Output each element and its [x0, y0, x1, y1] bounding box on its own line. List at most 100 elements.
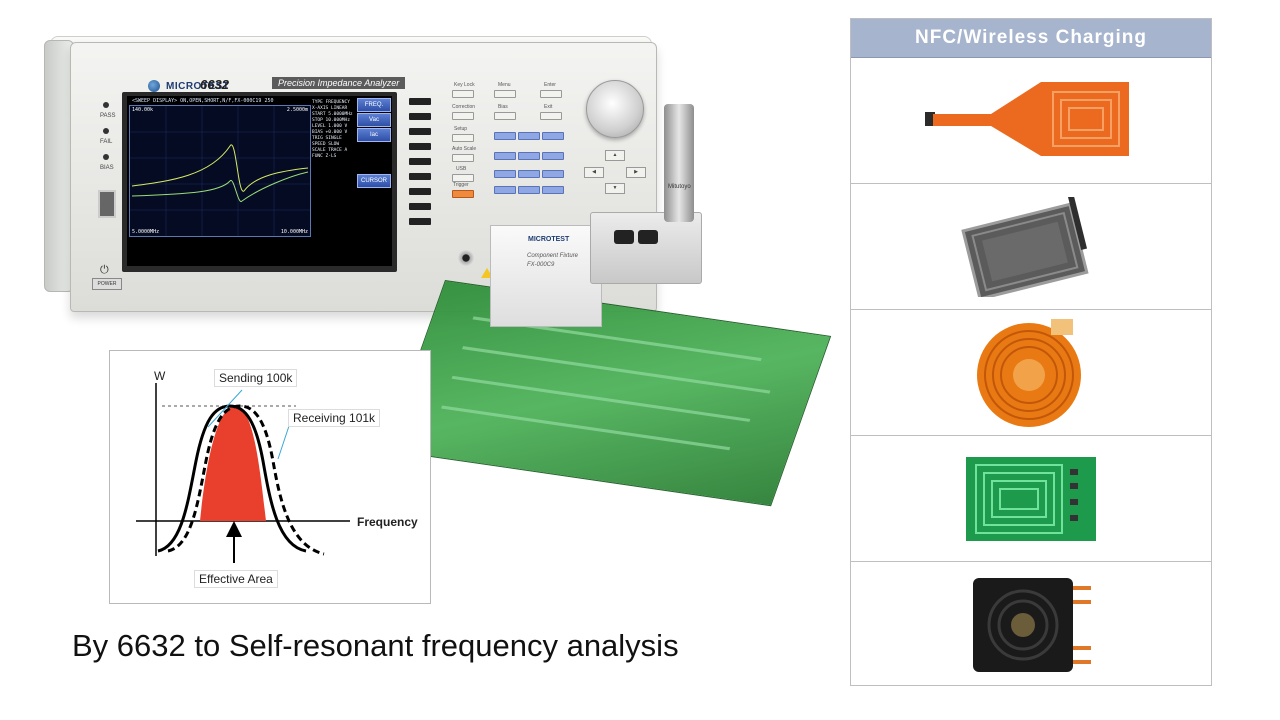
fail-led — [103, 128, 109, 134]
arrow-right-key[interactable]: ▶ — [626, 167, 646, 178]
micrometer[interactable] — [664, 104, 694, 222]
power-icon: ⏻ — [100, 264, 109, 276]
plot-stop-freq: 10.000MHz — [280, 229, 308, 235]
instrument-brand-text: MICROTEST — [166, 80, 230, 92]
side-softkey[interactable] — [409, 128, 431, 135]
nfc-table-row — [851, 562, 1211, 687]
rectangular-nfc-coil-icon — [961, 196, 1089, 297]
auto-scale-label: Auto Scale — [452, 146, 477, 152]
numeric-key[interactable] — [542, 186, 564, 194]
instrument-brand: MICROTEST — [148, 80, 229, 92]
key-lock-button[interactable] — [452, 90, 474, 98]
exit-button[interactable] — [540, 112, 562, 120]
nfc-table-row — [851, 184, 1211, 310]
softkey-iac[interactable]: Iac — [357, 128, 391, 142]
usb-port[interactable] — [98, 190, 116, 218]
nfc-table-header: NFC/Wireless Charging — [851, 19, 1211, 58]
param-line: BIAS +0.000 V — [312, 130, 348, 135]
usb-button[interactable] — [452, 174, 474, 182]
arrow-down-key[interactable]: ▼ — [605, 183, 625, 194]
side-softkey[interactable] — [409, 98, 431, 105]
pcb-coil-icon — [966, 456, 1096, 541]
enter-label: Enter — [544, 82, 556, 88]
black-charging-pad-coil-icon — [973, 577, 1091, 672]
correction-button[interactable] — [452, 112, 474, 120]
param-line: SCALE TRACE A — [312, 148, 348, 153]
numeric-key[interactable] — [518, 186, 540, 194]
param-line: SPEED SLOW — [312, 142, 340, 147]
side-softkey[interactable] — [409, 143, 431, 150]
nfc-product-table: NFC/Wireless Charging — [850, 18, 1212, 686]
pcb-under-test — [384, 280, 832, 507]
sending-leader-line — [207, 389, 243, 428]
screen-params: TYPE FREQUENCY X-AXIS LINEAR START 5.000… — [312, 100, 392, 160]
numeric-key[interactable] — [518, 132, 540, 140]
param-line: TRIG SINGLE — [312, 136, 342, 141]
plot-start-freq: 5.0000MHz — [132, 229, 160, 235]
orange-flex-antenna-icon — [925, 81, 1129, 156]
menu-button[interactable] — [494, 90, 516, 98]
numeric-key[interactable] — [518, 152, 540, 160]
plot-top-right-value: 2.5000m — [286, 107, 308, 113]
numeric-key[interactable] — [494, 186, 516, 194]
numeric-key[interactable] — [494, 132, 516, 140]
resonance-diagram-svg — [136, 383, 350, 563]
instrument-side-handle — [44, 40, 74, 292]
screen-header: <SWEEP DISPLAY> ON,OPEN,SHORT,N/F,FX-000… — [132, 98, 274, 104]
softkey-freq[interactable]: FREQ. — [357, 98, 391, 112]
bias-button[interactable] — [494, 112, 516, 120]
fail-label: FAIL — [100, 139, 113, 145]
enter-button[interactable] — [540, 90, 562, 98]
numeric-key[interactable] — [518, 170, 540, 178]
sending-curve — [157, 404, 307, 553]
warning-triangle-icon — [481, 268, 493, 278]
fixture-label: Component Fixture FX-000C9 — [527, 252, 578, 270]
round-spiral-coil-icon — [977, 318, 1081, 427]
rotary-knob[interactable] — [586, 80, 644, 138]
param-line: X-AXIS LINEAR — [312, 106, 348, 111]
menu-label: Menu — [498, 82, 511, 88]
auto-scale-button[interactable] — [452, 154, 474, 162]
instrument-subtitle: Precision Impedance Analyzer — [272, 77, 406, 89]
numeric-key[interactable] — [542, 132, 564, 140]
numeric-key[interactable] — [542, 152, 564, 160]
receiving-label: Receiving 101k — [288, 409, 381, 427]
side-softkey[interactable] — [409, 173, 431, 180]
softkey-vac[interactable]: Vac — [357, 113, 391, 127]
fixture-label-line1: Component Fixture — [527, 253, 579, 259]
side-softkey[interactable] — [409, 158, 431, 165]
softkey-cursor[interactable]: CURSOR — [357, 174, 391, 188]
slide-caption: By 6632 to Self-resonant frequency analy… — [72, 628, 679, 663]
arrow-up-key[interactable]: ▲ — [605, 150, 625, 161]
sweep-plot: 140.00k 2.5000m 5.0000MHz 10.000MHz — [129, 105, 311, 237]
param-line: STOP 10.000MHz — [312, 118, 350, 123]
micrometer-brand: Mitutoyo — [668, 184, 691, 190]
softkey-column — [409, 98, 431, 233]
side-softkey[interactable] — [409, 113, 431, 120]
param-line: FUNC Z-LS — [312, 154, 337, 159]
setup-button[interactable] — [452, 134, 474, 142]
numeric-key[interactable] — [494, 170, 516, 178]
param-line: LEVEL 1.000 V — [312, 124, 348, 129]
pass-label: PASS — [100, 113, 116, 119]
correction-label: Correction — [452, 104, 476, 110]
nfc-table-row — [851, 58, 1211, 184]
trigger-button[interactable] — [452, 190, 474, 198]
arrow-pad: ▲ ◀ ▶ ▼ — [582, 150, 646, 194]
microtest-logo-icon — [148, 80, 160, 92]
param-line: START 5.0000MHz — [312, 112, 353, 117]
power-button[interactable]: POWER — [92, 278, 122, 290]
side-softkey[interactable] — [409, 188, 431, 195]
numeric-key[interactable] — [542, 170, 564, 178]
nfc-table-row — [851, 310, 1211, 436]
bnc-connector-icon — [458, 250, 474, 266]
sending-label: Sending 100k — [214, 369, 298, 387]
fixture-probe-arm — [590, 212, 702, 284]
side-softkey[interactable] — [409, 203, 431, 210]
instrument-model: 6632 — [200, 77, 229, 92]
side-softkey[interactable] — [409, 218, 431, 225]
numeric-key[interactable] — [494, 152, 516, 160]
arrow-left-key[interactable]: ◀ — [584, 167, 604, 178]
probe-head-icon — [638, 230, 658, 244]
resonance-diagram: W Frequency Sending 100k Receiving 101k … — [109, 350, 431, 604]
